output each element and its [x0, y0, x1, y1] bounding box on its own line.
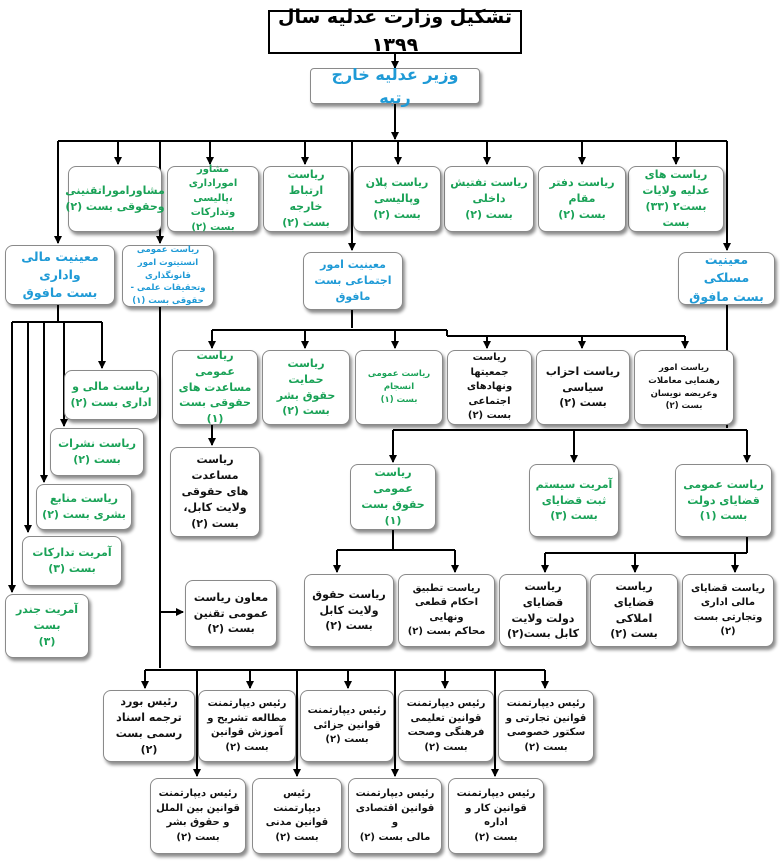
- economic-law-dept-box: رئیس دیپارتمنت قوانین اقتصادی و مالی بست…: [348, 778, 442, 854]
- kabul-state-cases-box: ریاست قضایای دولت ولایت کابل بست(۲): [499, 574, 587, 647]
- property-cases-box: ریاست قضایای املاکی بست (۲): [590, 574, 678, 647]
- kabul-rights-box: ریاست حقوق ولایت کابل بست (۲): [304, 574, 394, 647]
- political-parties-box: ریاست احزاب سیاسی بست (۲): [536, 350, 630, 425]
- procurement-unit-box: آمریت تدارکات بست (۳): [22, 536, 122, 586]
- commercial-law-dept-box: رئیس دیپارتمنت قوانین تجارتی و سکتور خصو…: [498, 690, 594, 762]
- minister-box: وزیر عدلیه خارج رتبه: [310, 65, 480, 107]
- legal-aid-general-box: ریاست عمومی مساعدت های حقوقی بست (۱): [172, 349, 258, 425]
- foreign-relations-box: ریاست ارتباط خارجه بست (۲): [263, 166, 349, 232]
- gender-unit-box: آمریت جندر بست (۳): [5, 594, 89, 658]
- case-registry-box: آمریت سیستم ثبت قضایای بست (۳): [529, 464, 619, 537]
- social-associations-box: ریاست جمعیتها ونهادهای اجتماعی بست (۲): [447, 350, 532, 425]
- education-law-dept-box: رئیس دیپارتمنت قوانین تعلیمی فرهنگی وصحت…: [398, 690, 494, 762]
- human-rights-unit-box: ریاست حمایت حقوق بشر بست (۲): [262, 350, 350, 425]
- plan-policy-box: ریاست پلان وپالیسی بست (۲): [353, 166, 441, 232]
- verdict-enforcement-box: ریاست تطبیق احکام قطعی ونهایی محاکم بست …: [398, 574, 495, 647]
- admin-policy-advisor-box: مشاور اموراداری ،پالیسی وتدارکات بست (۲): [167, 164, 259, 233]
- chart-title: تشکیل وزارت عدلیه سال ۱۳۹۹: [268, 6, 522, 56]
- state-cases-general-box: ریاست عمومی قضایای دولت بست (۱): [675, 464, 772, 537]
- criminal-law-dept-box: رئیس دیپارتمنت قوانین جزائی بست (۲): [300, 690, 394, 762]
- finance-admin-deputy-box: معینیت مالی واداری بست مافوق: [5, 245, 115, 305]
- human-resources-unit-box: ریاست منابع بشری بست (۲): [36, 484, 132, 530]
- comparative-study-dept-box: رئیس دیپارتمنت مطالعه تشریح و آموزش قوان…: [198, 690, 296, 762]
- legislation-institute-box: ریاست عمومی انستیتوت امور قانونگذاری وتح…: [122, 245, 214, 307]
- labor-law-dept-box: رئیس دیپارتمنت قوانین کار و اداره بست (۲…: [448, 778, 544, 854]
- kabul-legal-aid-box: ریاست مساعدت های حقوقی ولایت کابل، بست (…: [170, 447, 260, 537]
- general-rights-box: ریاست عمومی حقوق بست (۱): [350, 464, 436, 530]
- financial-cases-box: ریاست قضایای مالی اداری وتجارتی بست (۲): [682, 574, 774, 647]
- social-affairs-deputy-box: معینیت امور اجتماعی بست مافوق: [303, 252, 403, 310]
- social-harmony-box: ریاست عمومی انسجام بست (۱): [355, 350, 443, 425]
- finance-admin-unit-box: ریاست مالی و اداری بست (۲): [64, 370, 158, 420]
- civil-law-dept-box: رئیس دیپارتمنت قوانین مدنی بست (۲): [252, 778, 342, 854]
- publications-unit-box: ریاست نشرات بست (۲): [50, 428, 144, 476]
- provinces-justice-box: ریاست های عدلیه ولایات بست۲ (۳۳) بست: [628, 166, 724, 232]
- translation-board-box: رئیس بورد ترجمه اسناد رسمی بست (۲): [103, 690, 195, 762]
- legislation-deputy-box: معاون ریاست عمومی تقنین بست (۲): [185, 580, 277, 647]
- professional-deputy-box: معینیت مسلکی بست مافوق: [678, 252, 775, 305]
- internal-inspection-box: ریاست تفتیش داخلی بست (۲): [444, 166, 534, 232]
- legal-advisor-box: مشاوراموراتقنینی وحقوقی بست (۲): [65, 166, 165, 232]
- minister-office-box: ریاست دفتر مقام بست (۲): [538, 166, 626, 232]
- international-law-dept-box: رئیس دیپارتمنت قوانین بین الملل و حقوق ب…: [150, 778, 246, 854]
- transactions-guidance-box: ریاست امور رهنمایی معاملات وعریضه نویسان…: [634, 350, 734, 425]
